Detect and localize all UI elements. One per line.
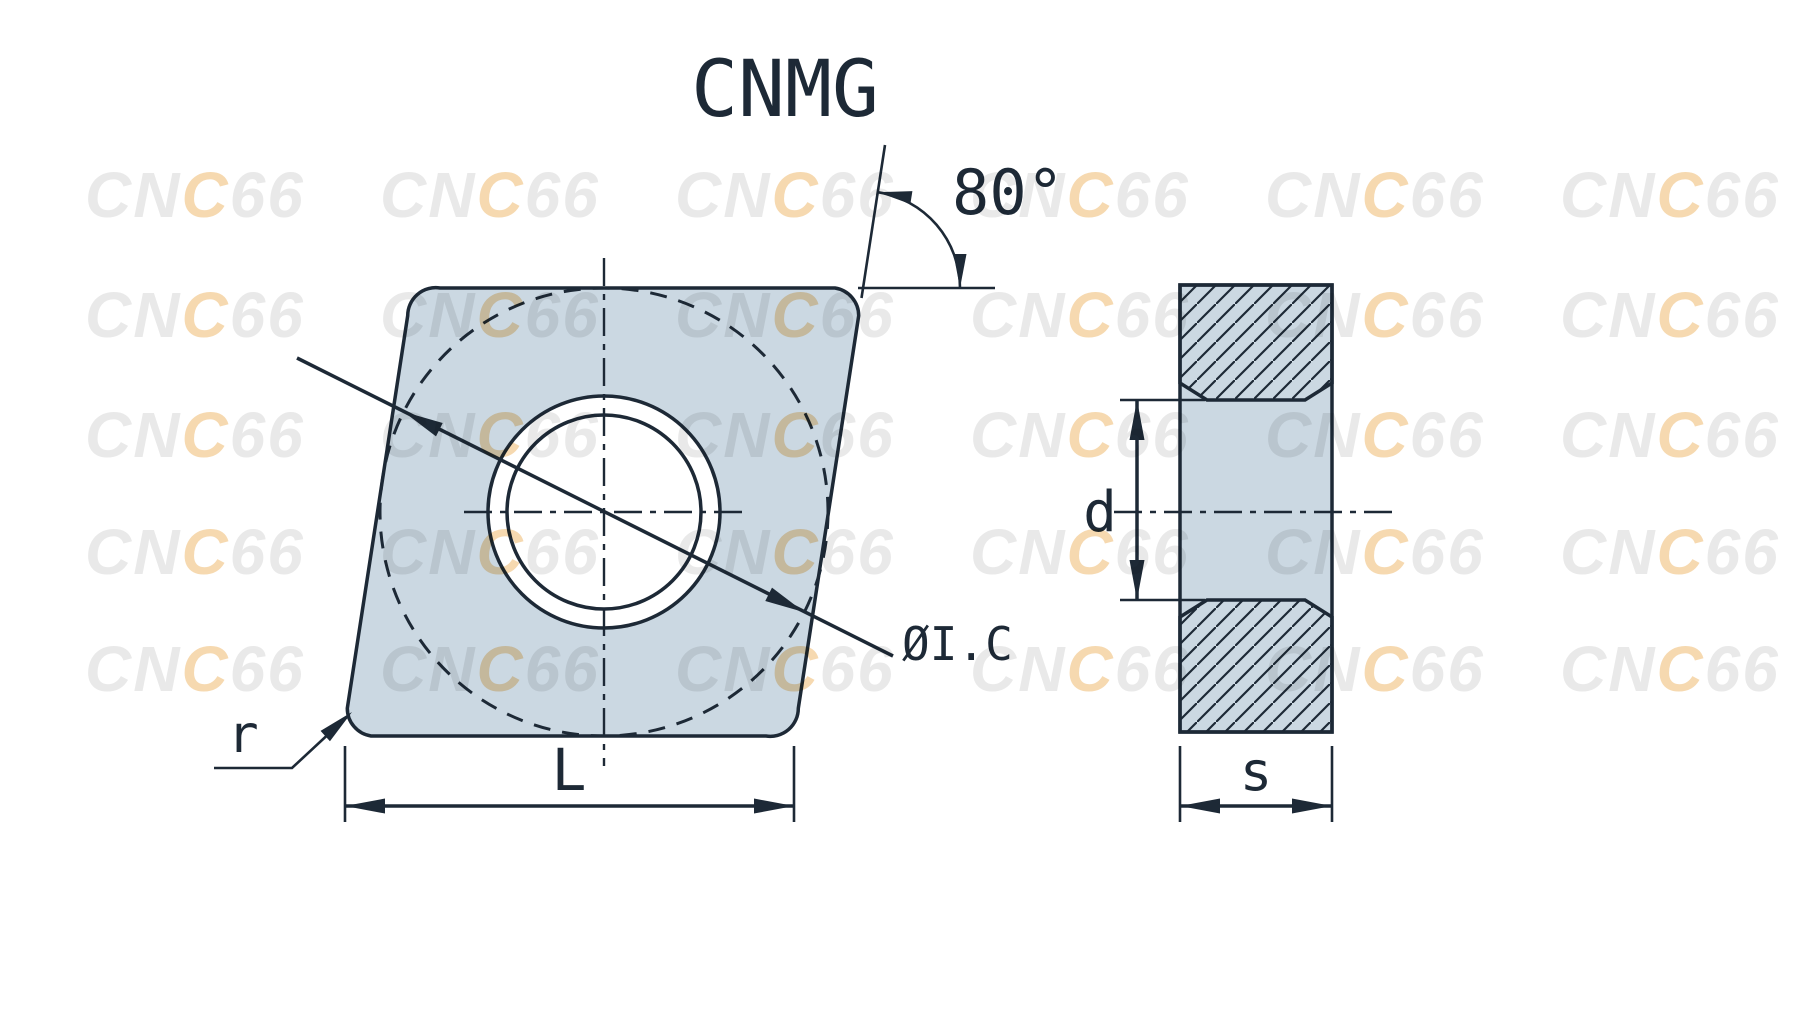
- side-view-bottom-section: [1178, 598, 1334, 734]
- length-label: L: [552, 736, 587, 804]
- front-view: ØI.C 80° r L: [214, 144, 1064, 822]
- ic-arrow-upper-left: [403, 411, 443, 437]
- drawing-title: CNMG: [691, 45, 879, 135]
- L-arrow-right: [754, 798, 794, 814]
- s-arrow-right: [1292, 798, 1332, 814]
- thickness-label: s: [1240, 740, 1273, 803]
- d-arrow-top: [1129, 400, 1145, 440]
- L-arrow-left: [345, 798, 385, 814]
- radius-arrow: [320, 712, 352, 742]
- radius-label: r: [227, 705, 258, 765]
- angle-arc-arrow-start: [877, 191, 913, 204]
- angle-slanted-reference-line: [860, 144, 887, 299]
- angle-arc-arrow-end: [953, 254, 967, 288]
- d-arrow-bottom: [1129, 560, 1145, 600]
- side-view: d s: [1083, 283, 1394, 822]
- ic-arrow-lower-right: [765, 587, 805, 613]
- hole-diameter-label: d: [1083, 480, 1117, 545]
- s-arrow-left: [1180, 798, 1220, 814]
- angle-label: 80°: [952, 156, 1064, 229]
- angle-arc: [877, 190, 962, 289]
- side-view-top-section: [1178, 283, 1334, 402]
- inscribed-circle-label: ØI.C: [902, 617, 1013, 671]
